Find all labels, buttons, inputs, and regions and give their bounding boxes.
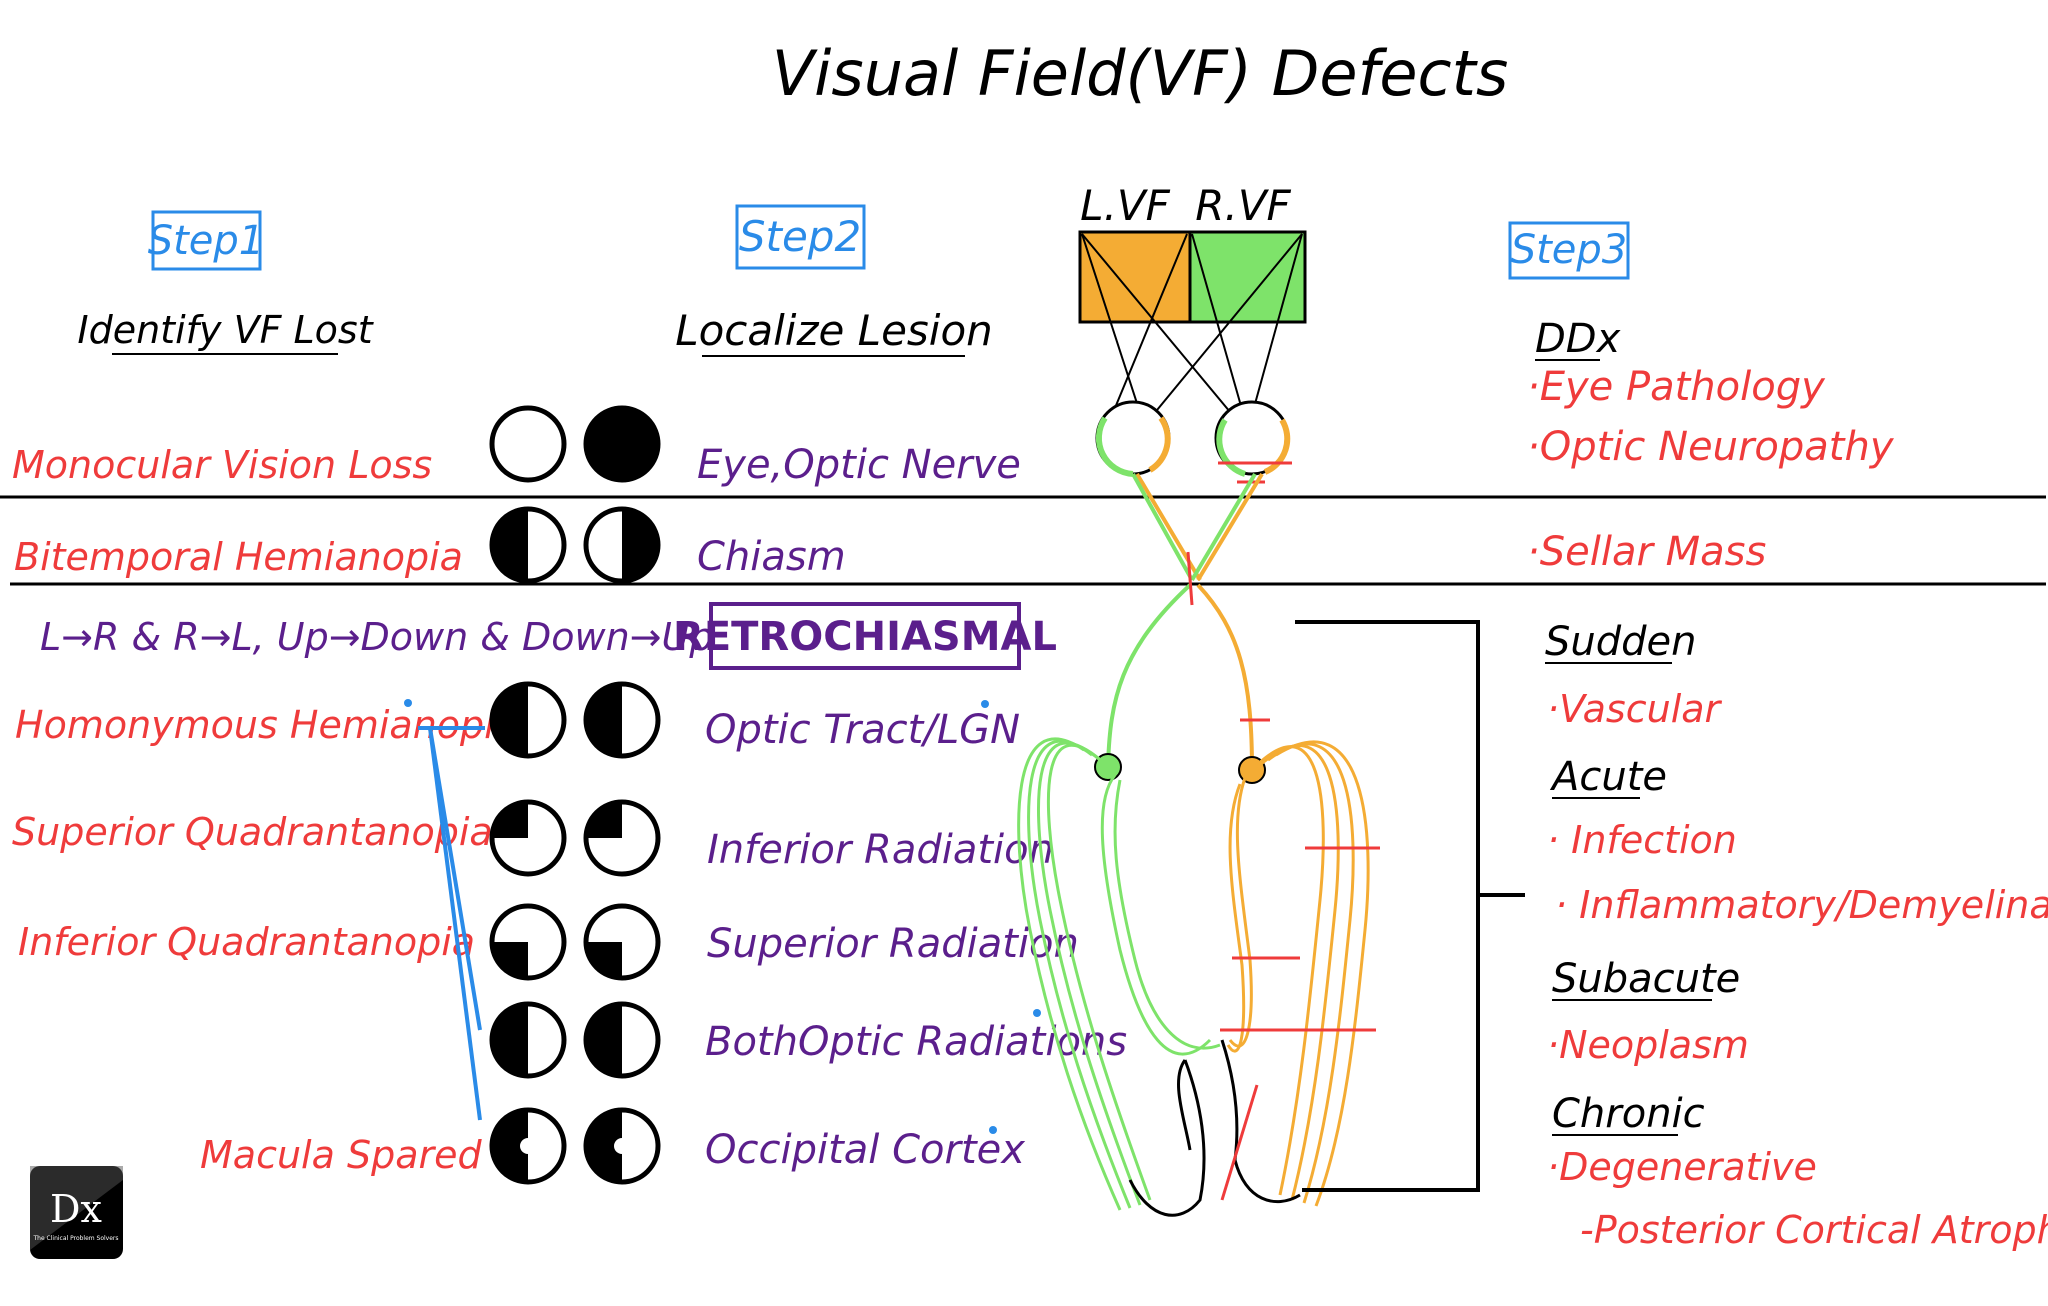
retro-box [709,602,1021,670]
blue-dot-occipital [989,1126,997,1134]
lesion-labels: Eye,Optic Nerve Chiasm Optic Tract/LGN I… [697,442,1127,1173]
lesion-superior-radiation: Superior Radiation [707,921,1079,967]
timing-bracket [1295,620,1525,1192]
visual-field-circles [489,405,661,1185]
timing-acute-item-2: · Inflammatory/Demyelinating [1555,883,2048,927]
visual-field-loss [492,509,528,581]
timing-acute-item-1: · Infection [1547,818,1737,862]
visual-field-circle [489,405,567,483]
right-visual-field-box [1188,230,1307,324]
visual-field-loss [492,1110,528,1182]
visual-field-circle [583,1001,661,1079]
visual-field-loss [492,1004,528,1076]
visual-field-circle [583,799,661,877]
visual-field-circle [489,1001,567,1079]
timing-acute: Acute [1549,754,1667,800]
defect-labels: Monocular Vision Loss Bitemporal Hemiano… [12,443,518,1177]
visual-field-circle [583,506,661,584]
visual-field-circle [583,1107,661,1185]
lesion-inferior-radiation: Inferior Radiation [707,827,1054,873]
chiasm-lesion-mark [1186,551,1194,606]
visual-field-loss [586,684,622,756]
visual-field-circle [489,799,567,877]
defect-bitemporal: Bitemporal Hemianopia [14,535,463,579]
blue-dot-both-radiations [1033,1009,1041,1017]
visual-field-loss [492,684,528,756]
step2-label: Step2 [739,212,861,261]
step1-heading: Identify VF Lost [77,308,374,352]
left-optic-radiation [1017,737,1221,1211]
visual-field-circle [583,681,661,759]
retro-rule: L→R & R→L, Up→Down & Down→Up [40,615,713,659]
occipital-outline [1128,1039,1301,1217]
right-eye [1214,400,1292,484]
step2-heading: Localize Lesion [675,306,993,355]
defect-macula-spared: Macula Spared [200,1133,483,1177]
logo-text: Dx [50,1187,102,1231]
visual-field-circle [489,506,567,584]
lesion-occipital-cortex: Occipital Cortex [705,1127,1025,1173]
ddx-eye-pathology: ·Eye Pathology [1527,364,1826,410]
left-eye [1095,400,1171,477]
defect-monocular: Monocular Vision Loss [12,443,432,487]
defect-superior-quadrantanopia: Superior Quadrantanopia [12,810,493,854]
step3-box [1508,221,1630,280]
visual-field-loss [586,802,622,838]
macula-spared-mark [520,1138,536,1154]
ddx-upper-list: ·Eye Pathology ·Optic Neuropathy ·Sellar… [1527,364,1895,575]
blue-dot-homonymous [404,699,412,707]
defect-homonymous: Homonymous Hemianopia [15,703,518,747]
lesion-optic-tract: Optic Tract/LGN [705,707,1020,753]
visual-field-circle [489,681,567,759]
timing-sudden: Sudden [1545,619,1696,665]
ddx-sellar-mass: ·Sellar Mass [1527,529,1766,575]
visual-field-loss [492,942,528,978]
visual-field-loss [622,509,658,581]
ddx-timing: Sudden ·Vascular Acute · Infection · Inf… [1545,619,2048,1252]
left-visual-field-box [1078,230,1192,324]
timing-chronic: Chronic [1552,1091,1705,1137]
step2-box [735,204,866,270]
right-optic-radiation [1226,740,1370,1207]
visual-field-circle [489,1107,567,1185]
step3-label: Step3 [1511,227,1628,273]
blue-bracket [418,726,485,1121]
field-projection-lines [1081,233,1303,461]
step1-label: Step1 [148,218,265,264]
macula-spared-mark [614,1138,630,1154]
page-title: Visual Field(VF) Defects [772,37,1509,110]
visual-field-circle [583,903,661,981]
timing-subacute: Subacute [1552,956,1740,1002]
field-label-right: R.VF [1195,181,1291,230]
visual-field-loss [492,802,528,838]
field-label-left: L.VF [1080,181,1170,230]
timing-chronic-item-1: ·Degenerative [1547,1145,1817,1189]
retro-label: RETROCHIASMAL [673,614,1057,660]
visual-field-circle [489,903,567,981]
logo-caption: The Clinical Problem Solvers [32,1235,118,1242]
visual-field-circle [583,405,661,483]
step1-box [151,210,262,271]
ddx-optic-neuropathy: ·Optic Neuropathy [1527,424,1895,470]
step3-heading: DDx [1535,316,1621,362]
radiation-lesion-marks [1220,846,1380,1201]
timing-sudden-item: ·Vascular [1547,687,1723,731]
visual-field-loss [586,1110,622,1182]
optic-pathway [1106,472,1264,771]
visual-field-loss [586,942,622,978]
timing-subacute-item: ·Neoplasm [1547,1023,1749,1067]
dx-logo: Dx The Clinical Problem Solvers [30,1166,123,1259]
lesion-chiasm: Chiasm [697,534,846,580]
visual-field-loss [586,1004,622,1076]
timing-chronic-item-2: -Posterior Cortical Atrophy [1580,1208,2048,1252]
blue-dot-optic-tract [981,700,989,708]
defect-inferior-quadrantanopia: Inferior Quadrantanopia [18,920,475,964]
lesion-eye-optic-nerve: Eye,Optic Nerve [697,442,1021,488]
